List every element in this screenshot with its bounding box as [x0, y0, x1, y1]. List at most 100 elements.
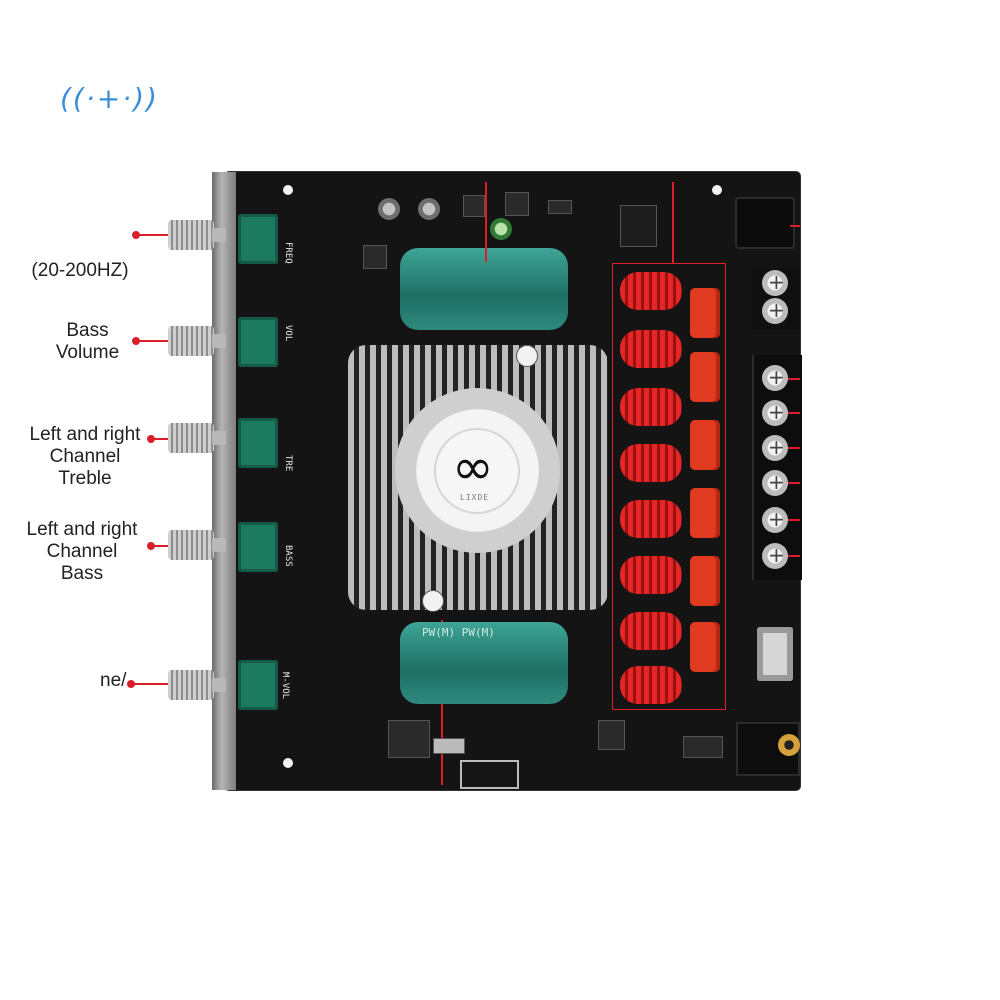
- silk-bass: BASS: [283, 545, 293, 567]
- film-capacitor: [690, 488, 720, 538]
- pointer-dc: [790, 225, 800, 227]
- inductor-coil: [620, 444, 682, 482]
- inductor-highlight-box: [612, 263, 726, 710]
- power-screw-terminal[interactable]: [762, 298, 788, 324]
- small-capacitor: [490, 218, 512, 240]
- pointer-terminal: [788, 378, 800, 380]
- infinity-logo-icon: ∞: [452, 438, 494, 496]
- treble-knob-stem: [212, 431, 226, 445]
- pointer-terminal: [788, 447, 800, 449]
- pointer-terminal: [788, 482, 800, 484]
- label-treble-line1: Left and right: [29, 424, 141, 445]
- speaker-screw-terminal[interactable]: [762, 365, 788, 391]
- label-treble-line3: Treble: [58, 468, 112, 489]
- mount-hole: [712, 185, 722, 195]
- chip: [505, 192, 529, 216]
- speaker-screw-terminal[interactable]: [762, 435, 788, 461]
- crystal: [433, 738, 465, 754]
- speaker-screw-terminal[interactable]: [762, 507, 788, 533]
- mount-hole: [283, 758, 293, 768]
- silk-tre: TRE: [283, 455, 293, 472]
- silk-vol: VOL: [283, 325, 293, 342]
- speaker-screw-terminal[interactable]: [762, 400, 788, 426]
- label-master-volume: ne/: [100, 670, 127, 691]
- power-screw-terminal[interactable]: [762, 270, 788, 296]
- bass-knob[interactable]: [168, 530, 214, 560]
- inductor-coil: [620, 556, 682, 594]
- treble-potentiometer: [238, 418, 278, 468]
- chip: [363, 245, 387, 269]
- bass-potentiometer: [238, 522, 278, 572]
- plus-sign: +: [734, 282, 750, 303]
- bass-volume-potentiometer: [238, 317, 278, 367]
- label-bass-line2: Channel: [46, 541, 118, 562]
- inductor-coil: [620, 500, 682, 538]
- freq-knob[interactable]: [168, 220, 214, 250]
- chip: [388, 720, 430, 758]
- label-bass-volume-line2: Volume: [55, 342, 120, 363]
- speaker-screw-terminal[interactable]: [762, 543, 788, 569]
- bass-volume-knob-stem: [212, 334, 226, 348]
- cap-bottom-text: PW(M) PW(M): [422, 626, 495, 639]
- mount-post: [422, 590, 444, 612]
- chip: [548, 200, 572, 214]
- silk-mvol: M-VOL: [280, 672, 290, 700]
- film-capacitor: [690, 622, 720, 672]
- fan-hub: [436, 430, 518, 512]
- film-capacitor: [690, 352, 720, 402]
- minus-sign: -: [736, 304, 743, 325]
- bass-knob-stem: [212, 538, 226, 552]
- pointer-terminal: [788, 555, 800, 557]
- pointer-inductors: [672, 182, 674, 264]
- film-capacitor: [690, 420, 720, 470]
- bluetooth-antenna: [460, 760, 519, 789]
- small-capacitor: [418, 198, 440, 220]
- small-capacitor: [378, 198, 400, 220]
- inductor-coil: [620, 388, 682, 426]
- master-volume-knob[interactable]: [168, 670, 214, 700]
- pointer-bass: [147, 542, 175, 550]
- label-treble-line2: Channel: [49, 446, 121, 467]
- master-volume-potentiometer: [238, 660, 278, 710]
- speaker-screw-terminal[interactable]: [762, 470, 788, 496]
- pointer-freq: [132, 231, 175, 239]
- chip: [463, 195, 485, 217]
- mount-hole: [283, 185, 293, 195]
- label-bass: Left and right Channel Bass: [12, 519, 152, 585]
- label-bass-line1: Left and right: [26, 519, 138, 540]
- pointer-bass-volume: [132, 337, 175, 345]
- inductor-coil: [620, 666, 682, 704]
- chip: [598, 720, 625, 750]
- master-volume-knob-stem: [212, 678, 226, 692]
- pointer-terminal: [788, 412, 800, 414]
- pointer-terminal: [788, 519, 800, 521]
- front-panel: [212, 172, 236, 790]
- rectifier: [620, 205, 657, 247]
- inductor-coil: [620, 330, 682, 368]
- main-capacitor-bottom: PW(M) PW(M): [400, 622, 568, 704]
- fan-brand: LIXDE: [460, 493, 490, 502]
- treble-knob[interactable]: [168, 423, 214, 453]
- main-capacitor-top: [400, 248, 568, 330]
- label-bass-volume: Bass Volume: [40, 320, 135, 364]
- mount-post: [516, 345, 538, 367]
- label-freq: (20-200HZ): [31, 260, 129, 281]
- freq-knob-stem: [212, 228, 226, 242]
- film-capacitor: [690, 288, 720, 338]
- usb-port[interactable]: [757, 627, 793, 681]
- inductor-coil: [620, 272, 682, 310]
- dc-power-jack[interactable]: [735, 197, 795, 249]
- pointer-treble: [147, 435, 175, 443]
- bass-volume-knob[interactable]: [168, 326, 214, 356]
- inductor-coil: [620, 612, 682, 650]
- freq-potentiometer: [238, 214, 278, 264]
- label-treble: Left and right Channel Treble: [15, 424, 155, 490]
- pointer-master: [127, 680, 175, 688]
- silk-freq: FREQ: [283, 242, 293, 264]
- pointer-capacitor-top: [485, 182, 487, 262]
- label-bass-volume-line1: Bass: [66, 320, 109, 341]
- audio-jack-ring: [778, 734, 800, 756]
- label-bass-line3: Bass: [60, 563, 104, 584]
- wireless-logo-icon: ((·+·)): [60, 82, 159, 115]
- film-capacitor: [690, 556, 720, 606]
